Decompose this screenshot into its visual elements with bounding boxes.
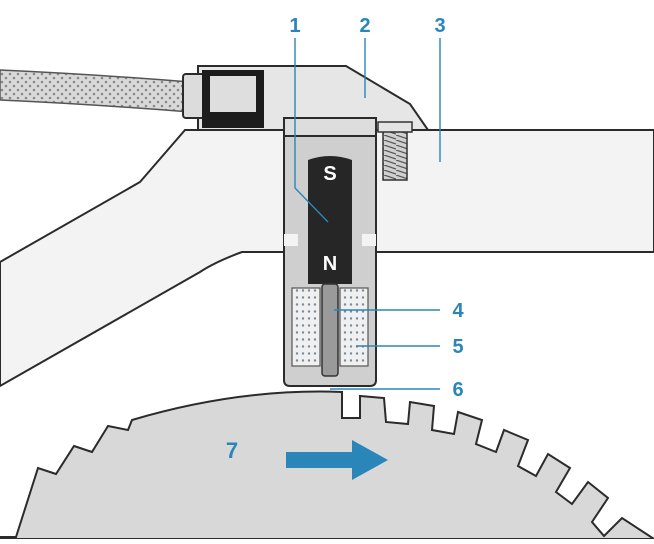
callout-1: 1 bbox=[289, 15, 300, 37]
connector-clamp bbox=[182, 73, 206, 119]
callout-6: 6 bbox=[452, 379, 463, 401]
mounting-bolt bbox=[382, 127, 408, 181]
permanent-magnet bbox=[308, 156, 352, 284]
callout-2: 2 bbox=[359, 15, 370, 37]
cable bbox=[0, 69, 191, 113]
callout-4: 4 bbox=[452, 300, 464, 322]
coil-winding-right bbox=[339, 287, 369, 367]
magnet-south-label: S bbox=[323, 163, 336, 185]
callout-5: 5 bbox=[452, 336, 463, 358]
sensor-flange bbox=[283, 117, 377, 137]
callout-7: 7 bbox=[226, 438, 238, 463]
coil-winding-left bbox=[291, 287, 321, 367]
callout-3: 3 bbox=[434, 15, 445, 37]
magnet-north-label: N bbox=[323, 253, 337, 275]
rotation-arrow bbox=[286, 440, 388, 480]
soft-iron-pole-pin bbox=[321, 283, 339, 377]
